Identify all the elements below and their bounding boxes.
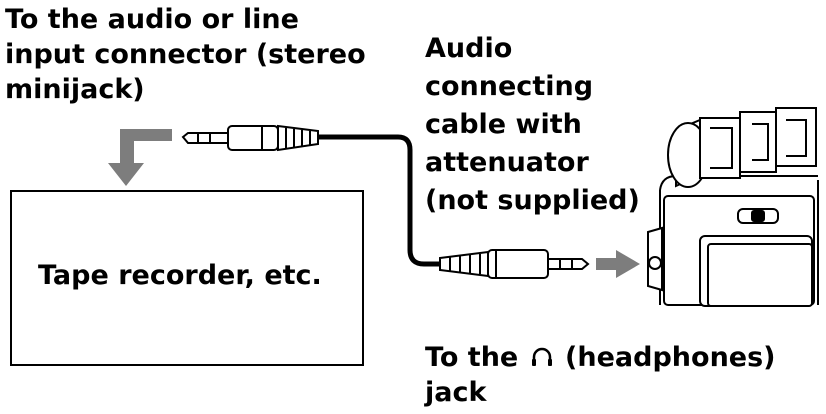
headphones-jack-label: To the (headphones) jack	[425, 340, 776, 410]
audio-cable	[318, 134, 440, 267]
tape-recorder-box: Tape recorder, etc.	[10, 190, 364, 366]
input-connector-label-line: To the audio or line	[5, 4, 299, 35]
cable-label-line: cable with	[425, 109, 582, 140]
headphones-label-prefix: To the	[425, 342, 519, 373]
input-connector-label-line: input connector (stereo	[5, 39, 366, 70]
headphones-label-line2: jack	[425, 377, 487, 408]
cable-label-line: (not supplied)	[425, 185, 640, 216]
cable-label: Audio connecting cable with attenuator (…	[425, 30, 640, 220]
top-plug	[181, 124, 319, 152]
tape-recorder-label: Tape recorder, etc.	[38, 260, 322, 291]
cable-label-line: attenuator	[425, 147, 589, 178]
bent-arrow-down-icon	[108, 129, 172, 186]
arrow-right-icon	[596, 250, 640, 278]
input-connector-label: To the audio or line input connector (st…	[5, 2, 366, 107]
cable-label-line: Audio	[425, 33, 513, 64]
input-connector-label-line: minijack)	[5, 74, 145, 105]
headphones-label-suffix: (headphones)	[565, 342, 776, 373]
cable-label-line: connecting	[425, 71, 594, 102]
ic-recorder-illustration	[647, 107, 819, 307]
bottom-plug	[439, 249, 590, 279]
headphones-icon	[531, 347, 552, 366]
